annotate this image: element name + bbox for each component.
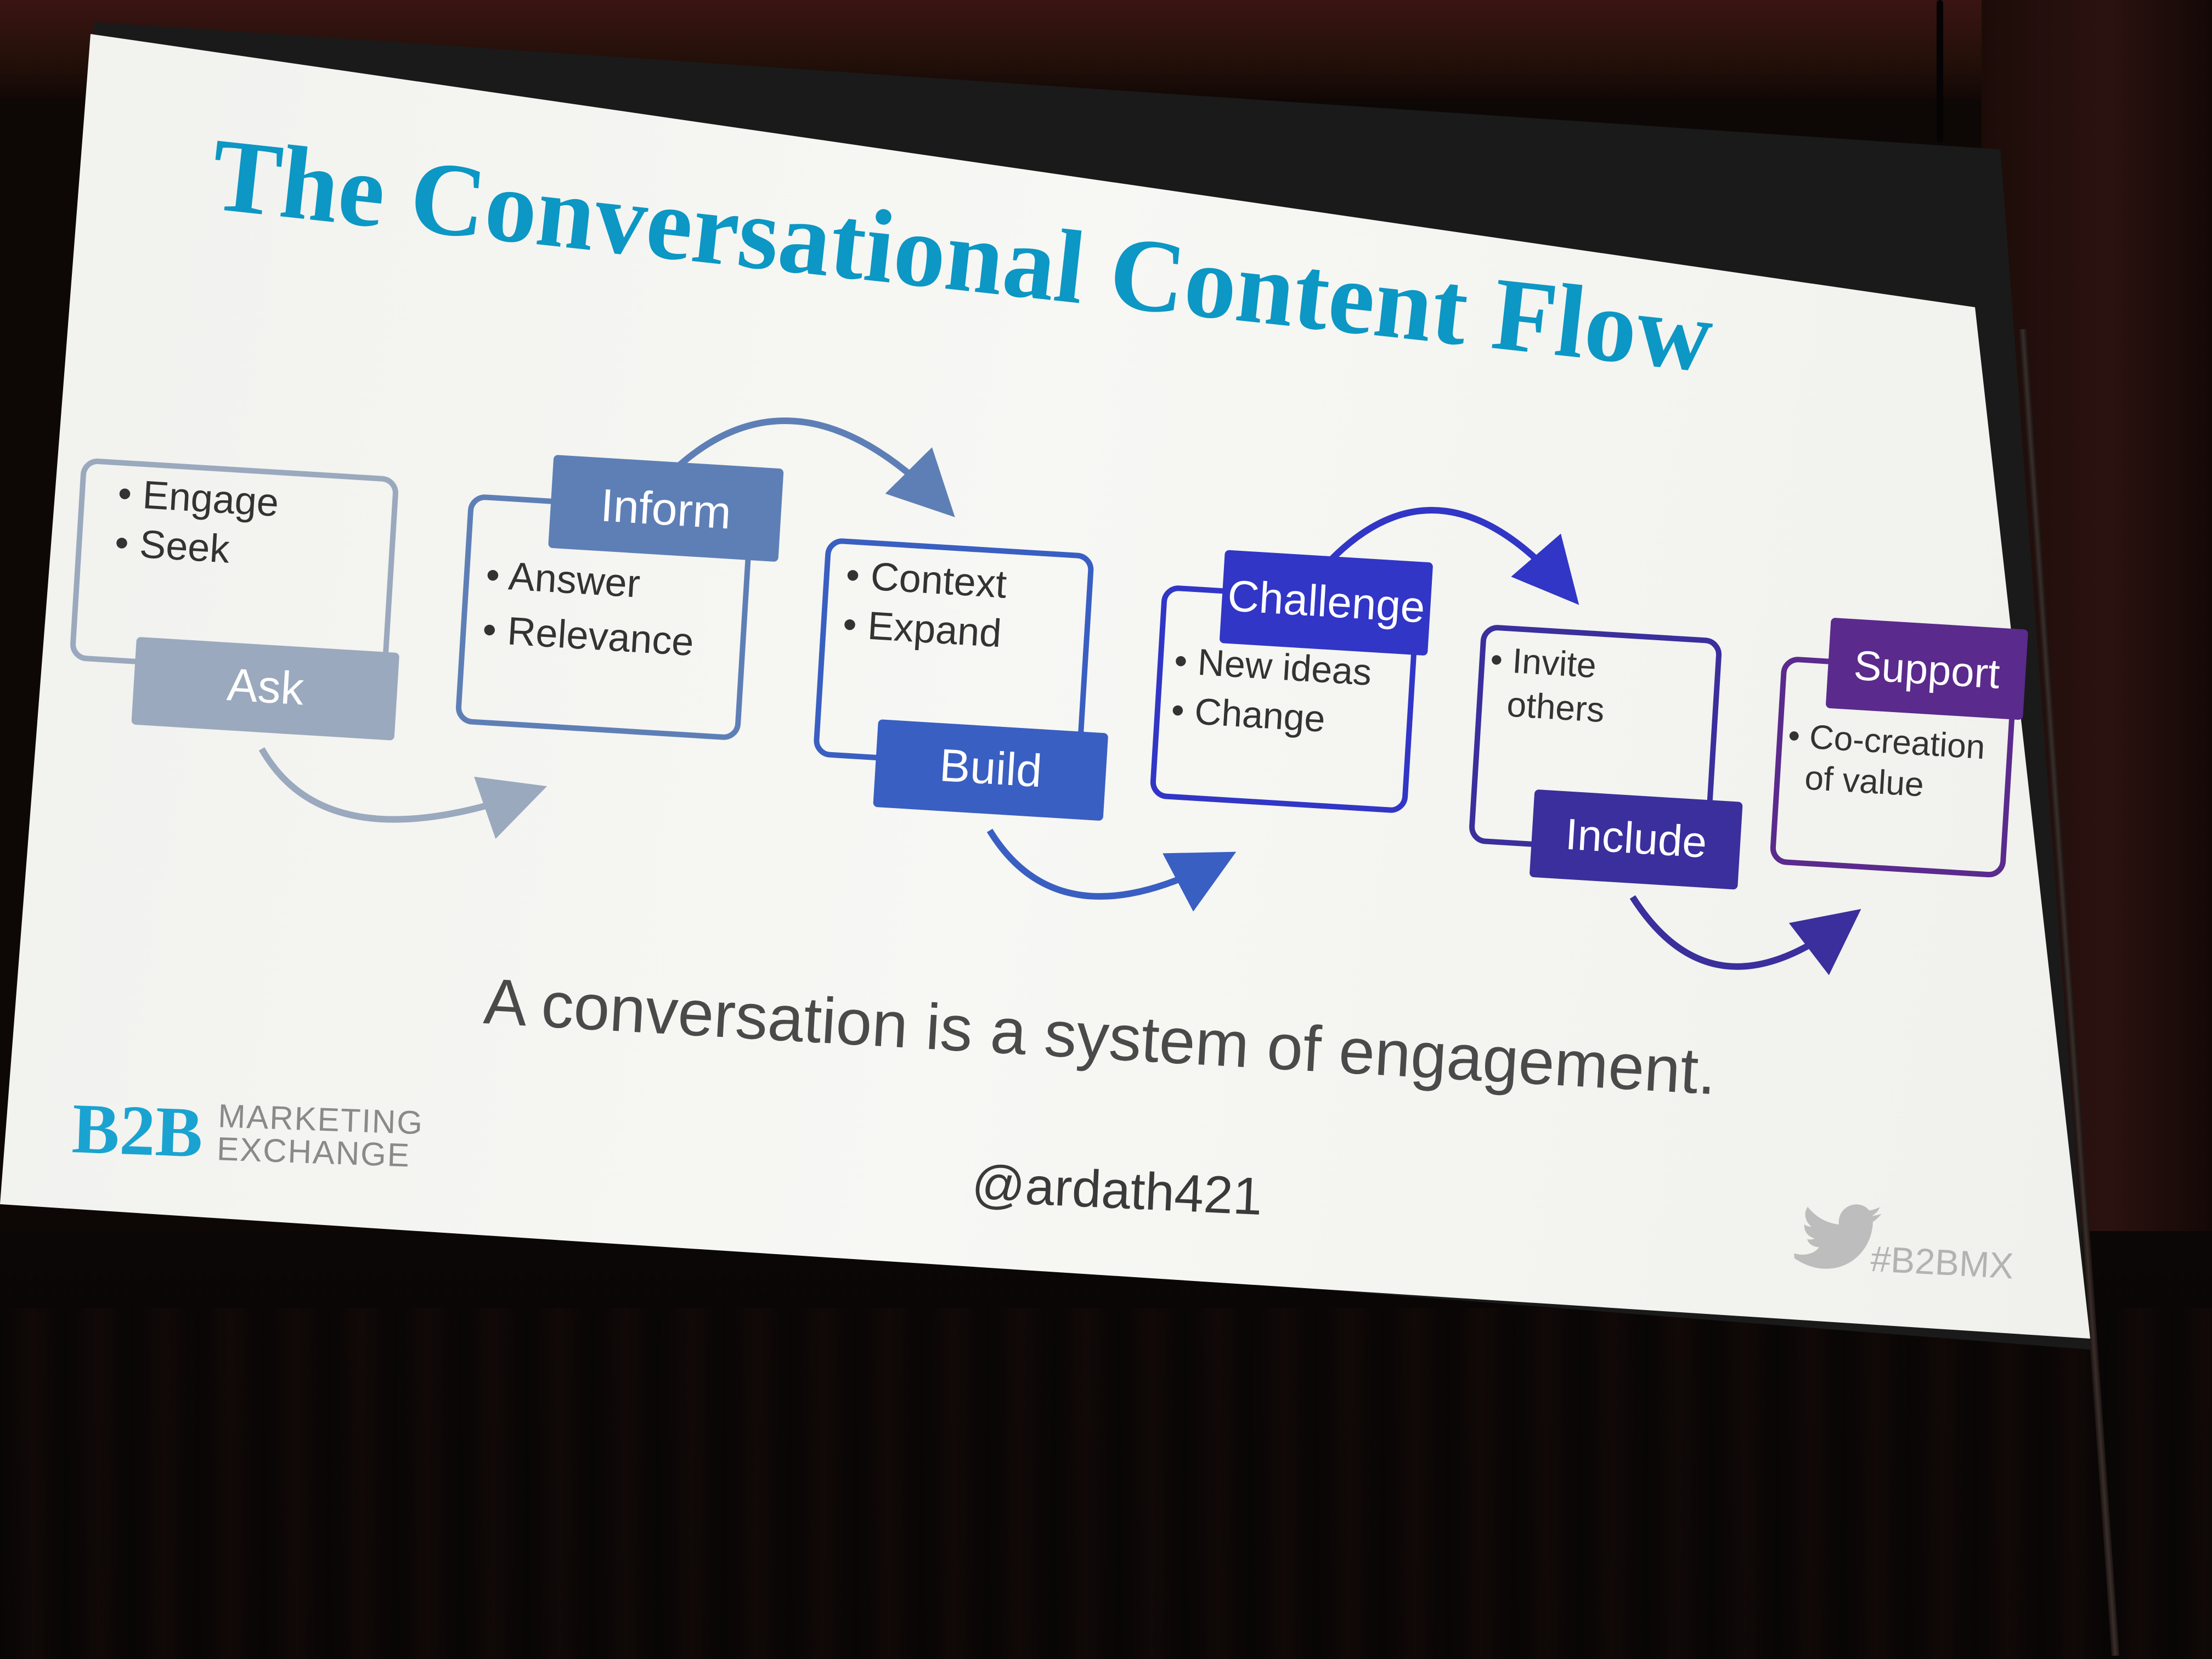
arrow-ask-to-inform [258,747,548,839]
step-challenge-bullet-2: • Change [1170,689,1327,740]
arrow-build-to-challenge [986,828,1237,912]
step-ask-label-box [131,637,399,741]
step-ask-bullet-2: • Seek [114,521,232,572]
step-challenge-label: Challenge [1226,571,1426,632]
step-support-label: Support [1853,642,2001,698]
step-build-bullet-1: • Context [845,553,1008,607]
step-build-label-box [873,719,1108,821]
step-inform-label-box [548,455,784,562]
event-hashtag: #B2BMX [1870,1238,2015,1286]
step-ask-label: Ask [225,658,306,714]
slide-tagline: A conversation is a system of engagement… [482,965,1719,1108]
hanging-cable [1937,0,1943,143]
curtain [0,1308,2212,1659]
step-include-bullet-2: others [1506,684,1606,730]
arrow-inform-to-build [672,417,955,517]
arrow-challenge-to-include [1329,507,1579,605]
logo-line-2: EXCHANGE [216,1130,411,1173]
b2b-logo: B2B MARKETING EXCHANGE [71,1089,424,1173]
bird-icon [1794,1204,1882,1269]
speaker-handle: @ardath421 [970,1154,1263,1226]
step-support-label-box [1826,618,2028,720]
step-inform-bullet-1: • Answer [484,553,641,606]
step-ask-bullet-1: • Engage [117,471,280,525]
arrow-include-to-support [1629,895,1861,975]
step-support-bullet-1: • Co-creation [1787,716,1986,766]
step-include-label-box [1530,789,1743,890]
logo-line-1: MARKETING [217,1097,424,1141]
step-include-bullet-1: • Invite [1489,640,1598,686]
step-build-bullet-2: • Expand [842,602,1003,656]
step-support-bullet-2: of value [1804,759,1925,804]
step-build-label: Build [938,739,1043,797]
step-challenge-label-box [1220,550,1433,656]
step-include-label: Include [1564,809,1708,867]
logo-mark: B2B [71,1089,204,1172]
step-inform-bullet-2: • Relevance [481,608,695,664]
slide-title: The Conversational Content Flow [206,117,1718,394]
step-inform-label: Inform [599,479,732,538]
